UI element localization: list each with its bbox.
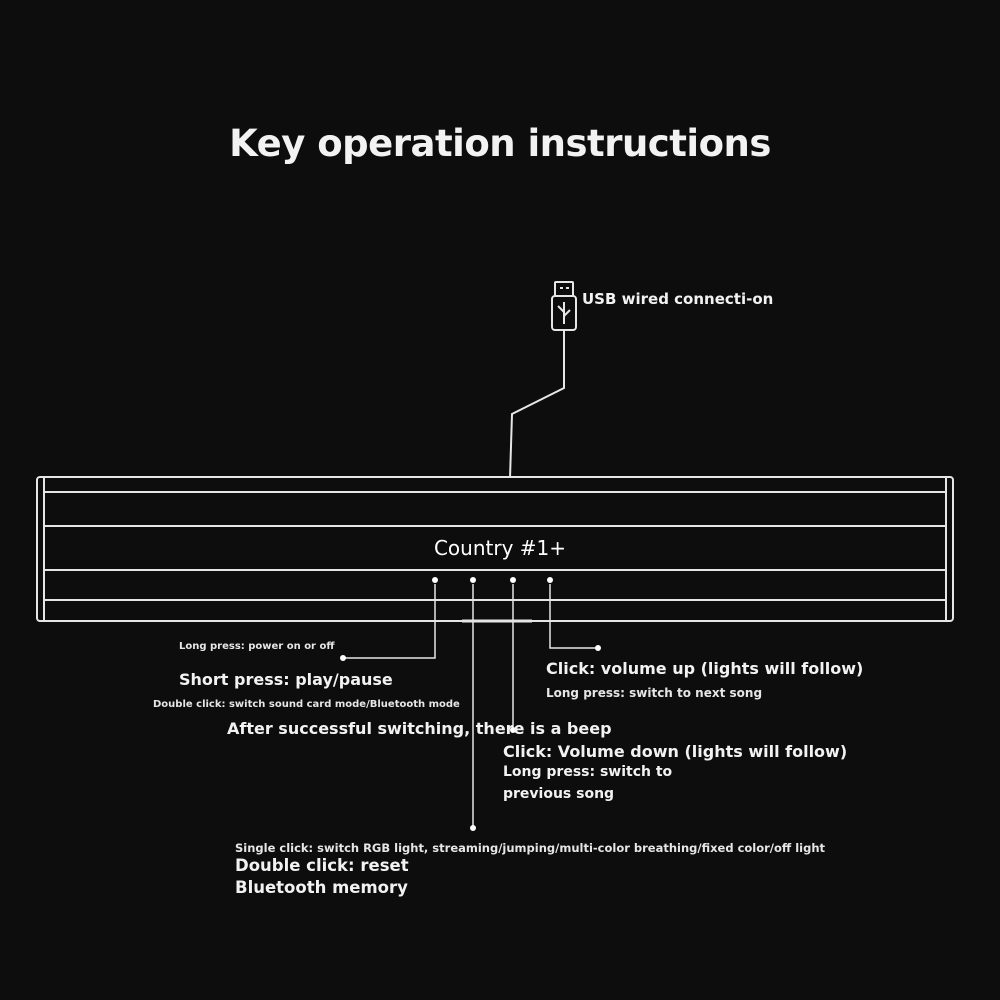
power-double-click: Double click: switch sound card mode/Blu…	[153, 699, 460, 710]
volume-down-leader-dot	[510, 727, 516, 733]
volume-down-long-press-2: previous song	[503, 786, 615, 802]
soundbar-body	[36, 476, 954, 623]
power-short-press: Short press: play/pause	[179, 670, 393, 689]
power-long-press: Long press: power on or off	[179, 641, 335, 652]
light-double-click-2: Bluetooth memory	[235, 878, 408, 897]
light-double-click-1: Double click: reset	[235, 856, 409, 875]
volume-up-click: Click: volume up (lights will follow)	[546, 659, 864, 678]
volume-up-button	[547, 577, 553, 583]
power-leader	[343, 584, 436, 659]
usb-cable	[509, 330, 565, 479]
volume-up-leader	[549, 584, 598, 649]
volume-up-long-press: Long press: switch to next song	[546, 686, 763, 700]
volume-down-button	[510, 577, 516, 583]
power-after-switch: After successful switching, there is a b…	[227, 719, 612, 738]
light-single-click: Single click: switch RGB light, streamin…	[235, 841, 826, 855]
brand-label: Country #1+	[433, 536, 567, 560]
light-button	[470, 577, 476, 583]
volume-up-leader-dot	[595, 645, 601, 651]
light-leader-dot	[470, 825, 476, 831]
usb-connection-label: USB wired connecti-on	[582, 290, 774, 308]
volume-down-long-press-1: Long press: switch to	[503, 764, 673, 780]
volume-down-click: Click: Volume down (lights will follow)	[503, 742, 848, 761]
page-title: Key operation instructions	[229, 122, 771, 165]
usb-plug-icon	[551, 281, 577, 331]
power-leader-dot	[340, 655, 346, 661]
power-button	[432, 577, 438, 583]
